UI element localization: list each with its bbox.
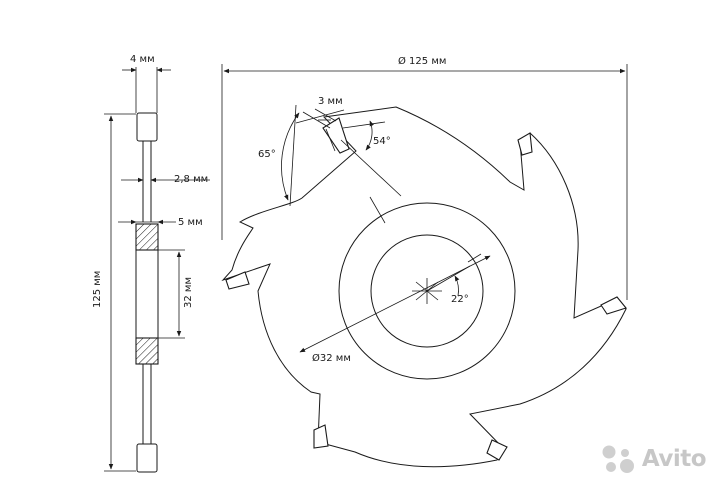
overall-height-label: 125 мм [92,271,103,308]
angle-22-label: 22° [451,294,469,305]
bore-section [135,249,159,339]
tooth-width-label: 3 мм [318,96,343,107]
shaft-thickness-label: 2,8 мм [174,174,208,185]
front-view: Ø 125 мм Ø32 мм 22° [221,55,628,468]
tooth-insert-3 [600,296,627,315]
top-tooth-block [136,112,158,142]
avito-watermark: Avito [600,444,707,474]
thickness-label: 4 мм [130,54,155,65]
tooth-insert-1 [322,117,350,154]
hub-top-section [135,223,159,251]
tooth-insert-4 [486,439,508,461]
tooth-insert-5 [313,424,329,449]
bore-height-label: 32 мм [183,277,194,308]
tooth-insert-2 [517,132,533,156]
tooth-inserts [225,117,627,461]
watermark-text: Avito [641,446,707,472]
outer-diameter-label: Ø 125 мм [398,55,446,67]
angle-54-label: 54° [373,136,391,147]
hub-thickness-label: 5 мм [178,217,203,228]
side-view: 4 мм 2,8 мм 5 мм 32 мм [92,54,210,473]
angle-65-label: 65° [258,149,276,160]
avito-logo-icon [602,445,634,473]
tooth-insert-6 [225,271,250,290]
bore-diameter-label: Ø32 мм [312,352,351,364]
cutter-outline [221,106,627,468]
bottom-tooth-block [136,443,158,473]
hub-bottom-section [135,337,159,365]
